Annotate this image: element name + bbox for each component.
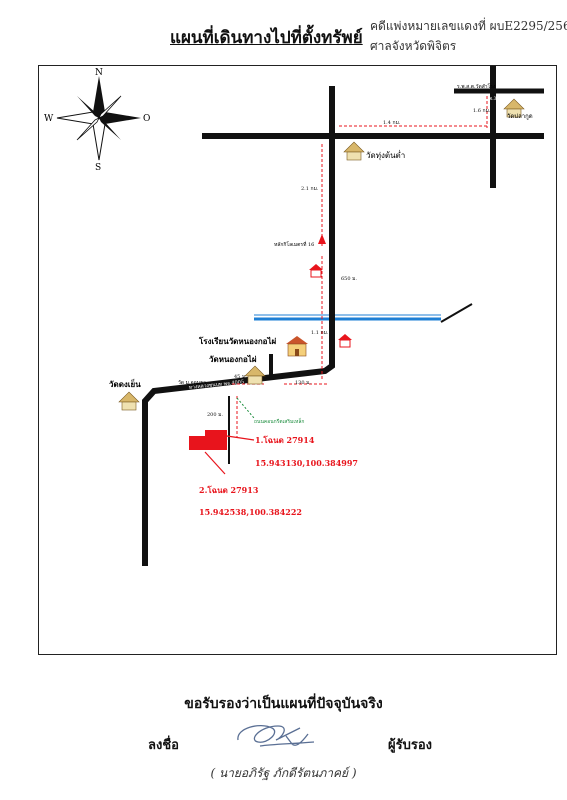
- temple-label-nong-kok-phai: วัดหนองกอไผ่: [209, 354, 257, 364]
- compass-s: S: [95, 163, 101, 173]
- junction-label: วัด ม.อุดมธา: [178, 380, 206, 386]
- compass-icon: N S W O: [44, 68, 150, 173]
- distance-label-1: 1.4 กม.: [383, 120, 401, 126]
- temple-label-thung-ton-tham: วัดทุ่งต้นต่ำ: [366, 149, 405, 160]
- distance-label-5: 1.1 กม.: [311, 330, 329, 336]
- temple-icon: [503, 98, 525, 118]
- compass-n: N: [95, 68, 103, 78]
- signer-name: ( นายอภิรัฐ ภักดีรัตนภาคย์ ): [210, 766, 357, 780]
- parcel-1-label: 1.โฉนด 27914: [255, 435, 315, 445]
- temple-label-dong-yen: วัดดงเย็น: [109, 378, 141, 389]
- map-canvas: N S W O ร.พ.ส.ต.วัดสำโรง ทางหลวงชนบท พจ.…: [44, 66, 544, 566]
- temple-icon: [244, 365, 266, 385]
- signature-image: [237, 725, 315, 747]
- km-post-label: หลักกิโลเมตรที่ 16: [274, 241, 314, 248]
- distance-label-7: 130 ม.: [295, 380, 311, 386]
- parcel-1-pointer: [226, 435, 255, 441]
- distance-label-4: 650 ม.: [341, 276, 357, 282]
- certification-text: ขอรับรองว่าเป็นแผนที่ปัจจุบันจริง: [184, 696, 383, 712]
- sign-label: ลงชื่อ: [148, 738, 179, 753]
- school-label: โรงเรียนวัดหนองกอไผ่: [198, 336, 277, 346]
- distance-label-6: 45 ม.: [234, 374, 247, 380]
- temple-icon: [118, 391, 140, 411]
- roads: [142, 66, 544, 566]
- temple-label-pla-kud: วัดปลากูด: [507, 113, 533, 120]
- river: [254, 303, 473, 323]
- map-frame: N S W O ร.พ.ส.ต.วัดสำโรง ทางหลวงชนบท พจ.…: [38, 65, 557, 655]
- certifier-label: ผู้รับรอง: [388, 738, 432, 753]
- compass-w: W: [44, 114, 54, 124]
- house-icon: [338, 334, 352, 348]
- parcel-2-coords: 15.942538,100.384222: [199, 507, 302, 517]
- road-label-bottom: ทางหลวงชนบท พจ.4005: [189, 379, 245, 391]
- compass-e: O: [143, 114, 150, 124]
- km-post-icon: [318, 234, 326, 244]
- parcel-2-pointer: [204, 451, 226, 475]
- road-label-top-right: ร.พ.ส.ต.วัดสำโรง: [457, 83, 496, 90]
- road-label-top-right-sub: ทางหลวงชนบท พจ.3011: [455, 96, 505, 102]
- court-name: ศาลจังหวัดพิจิตร: [370, 39, 457, 53]
- distance-label-2: 1.6 กม.: [473, 108, 491, 114]
- parcel-2-shape: [189, 436, 227, 450]
- concrete-road-label: ถนนคอนกรีตเสริมเหล็ก: [254, 417, 304, 425]
- road-label-vertical: ทางหลวงชนบท พจ.4005: [335, 216, 341, 272]
- parcel-2-label: 2.โฉนด 27913: [199, 485, 259, 495]
- distance-label-8: 200 ม.: [207, 412, 223, 418]
- distance-guides: [232, 96, 488, 438]
- school-icon: [286, 336, 308, 357]
- distance-label-3: 2.1 กม.: [301, 186, 319, 192]
- temple-icon: [343, 141, 365, 161]
- case-info: คดีแพ่งหมายเลขแดงที่ ผบE2295/2566 ศาลจัง…: [370, 16, 567, 56]
- case-number: คดีแพ่งหมายเลขแดงที่ ผบE2295/2566: [370, 19, 567, 33]
- parcel-1-coords: 15.943130,100.384997: [255, 458, 358, 468]
- house-icon: [309, 264, 323, 278]
- concrete-road-pointer: [236, 397, 255, 419]
- map-title: แผนที่เดินทางไปที่ตั้งทรัพย์: [170, 28, 363, 48]
- parcel-1-shape: [205, 430, 227, 438]
